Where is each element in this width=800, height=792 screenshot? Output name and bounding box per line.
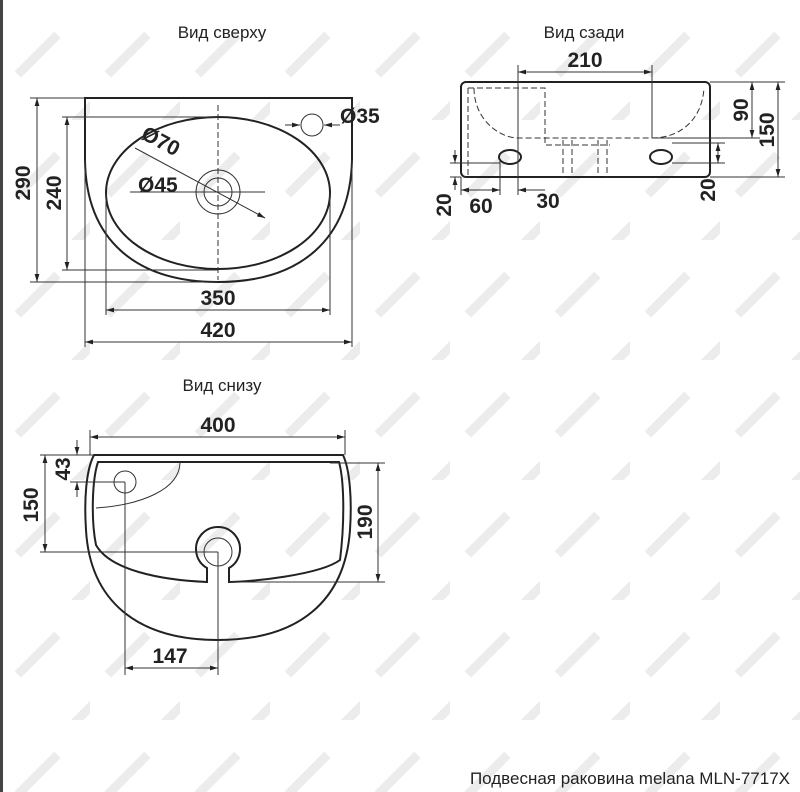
dim-420: 420 <box>200 319 235 342</box>
mount-slot-right <box>649 149 673 165</box>
dim-400: 400 <box>200 414 235 437</box>
dim-43: 43 <box>52 457 75 480</box>
mount-slot-left <box>498 149 522 165</box>
dim-20-right: 20 <box>697 178 720 201</box>
caption: Подвесная раковина melana MLN-7717X <box>470 769 790 788</box>
dim-150: 150 <box>756 112 779 147</box>
left-border <box>0 0 3 792</box>
top-view: Вид сверху 290 240 350 420 Ø70 Ø45 Ø35 <box>12 23 380 347</box>
tap-hole <box>300 113 324 137</box>
dim-60: 60 <box>469 195 492 218</box>
dim-d35: Ø35 <box>340 105 380 128</box>
top-outline <box>84 97 353 284</box>
dim-290: 290 <box>12 165 35 200</box>
dim-190: 190 <box>354 504 377 539</box>
dim-90: 90 <box>730 98 753 121</box>
dim-240: 240 <box>43 175 66 210</box>
back-view-title: Вид сзади <box>544 23 625 42</box>
bottom-view-title: Вид снизу <box>183 376 262 395</box>
dim-20-left: 20 <box>433 193 456 216</box>
dim-210: 210 <box>567 49 602 72</box>
dim-30: 30 <box>536 190 559 213</box>
dim-147: 147 <box>152 645 187 668</box>
top-view-title: Вид сверху <box>178 23 267 42</box>
back-outline <box>460 81 711 178</box>
back-view: Вид сзади 210 90 150 20 60 30 20 <box>433 23 785 218</box>
dim-350: 350 <box>200 287 235 310</box>
bottom-inner-outline <box>91 461 345 584</box>
dim-150-bottom: 150 <box>20 487 43 522</box>
dim-d45: Ø45 <box>138 174 178 197</box>
bottom-view: Вид снизу 400 43 150 190 147 <box>20 376 385 675</box>
